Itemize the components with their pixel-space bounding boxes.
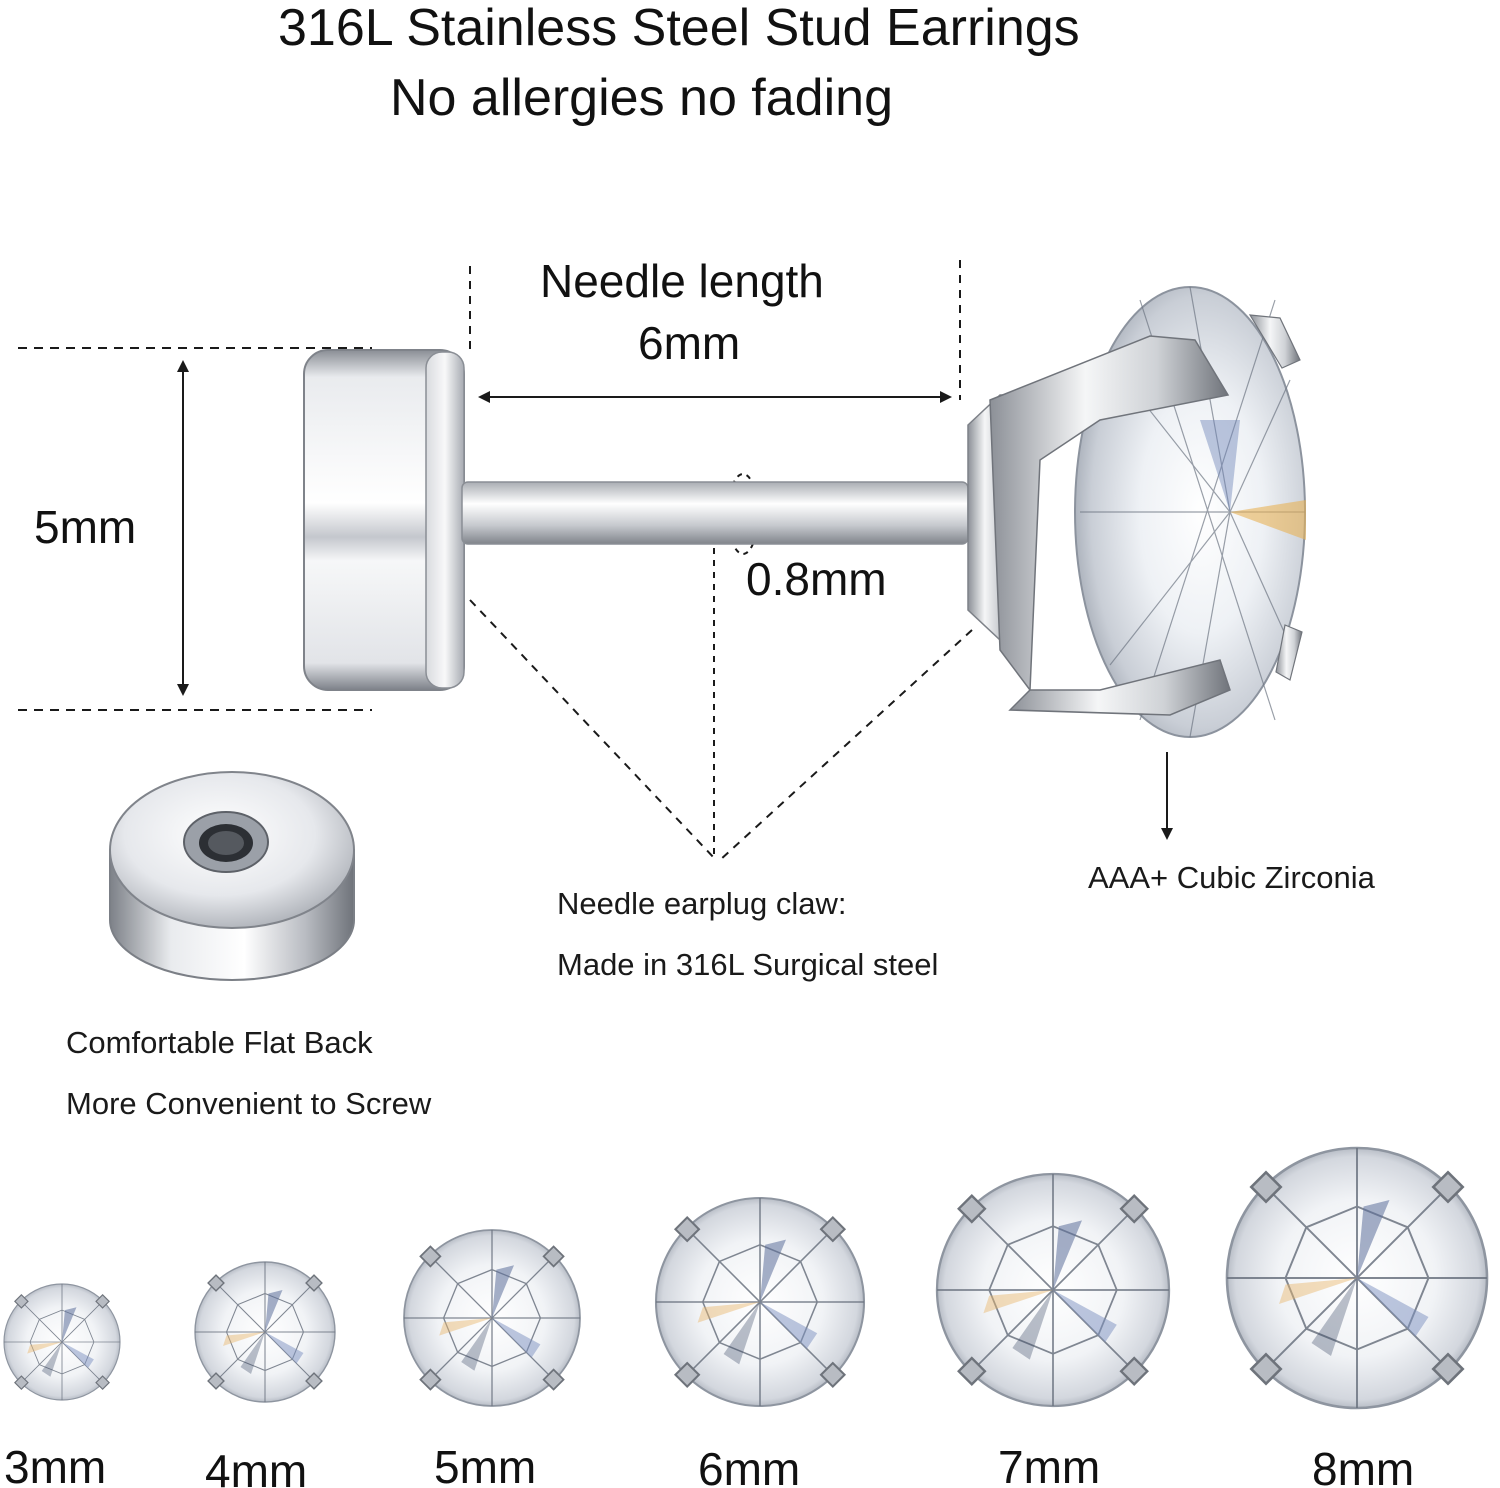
size-label-7mm: 7mm (998, 1441, 1101, 1488)
back-note-line-1: Comfortable Flat Back (66, 1025, 373, 1060)
guide-lines (18, 260, 1173, 861)
size-comparison-row (4, 1148, 1487, 1408)
title-line-2: No allergies no fading (390, 69, 893, 127)
stone-6mm (656, 1198, 864, 1406)
claw-note-line-1: Needle earplug claw: (557, 886, 847, 921)
stone-8mm (1227, 1148, 1487, 1408)
back-note-line-2: More Convenient to Screw (66, 1086, 432, 1121)
size-label-6mm: 6mm (698, 1443, 801, 1488)
flat-back-side-view (303, 349, 465, 691)
stone-4mm (195, 1262, 335, 1402)
size-label-4mm: 4mm (205, 1445, 308, 1488)
claw-note-line-2: Made in 316L Surgical steel (557, 947, 939, 982)
stud-setting-side-view (967, 286, 1306, 738)
needle-pin (461, 481, 969, 545)
claw-left-callout (469, 599, 717, 861)
needle-length-value: 6mm (638, 317, 741, 369)
size-label-5mm: 5mm (434, 1441, 537, 1488)
needle-length-label: Needle length (540, 255, 824, 307)
flat-back-disc (109, 771, 355, 981)
size-label-3mm: 3mm (4, 1441, 107, 1488)
stone-3mm (4, 1284, 120, 1400)
stone-note: AAA+ Cubic Zirconia (1088, 860, 1375, 895)
needle-diameter-label: 0.8mm (746, 553, 887, 605)
stone-5mm (404, 1230, 580, 1406)
claw-right-callout (719, 629, 973, 861)
title-line-1: 316L Stainless Steel Stud Earrings (278, 0, 1080, 57)
stone-7mm (937, 1174, 1169, 1406)
size-label-8mm: 8mm (1312, 1443, 1415, 1488)
back-height-label: 5mm (34, 501, 137, 553)
